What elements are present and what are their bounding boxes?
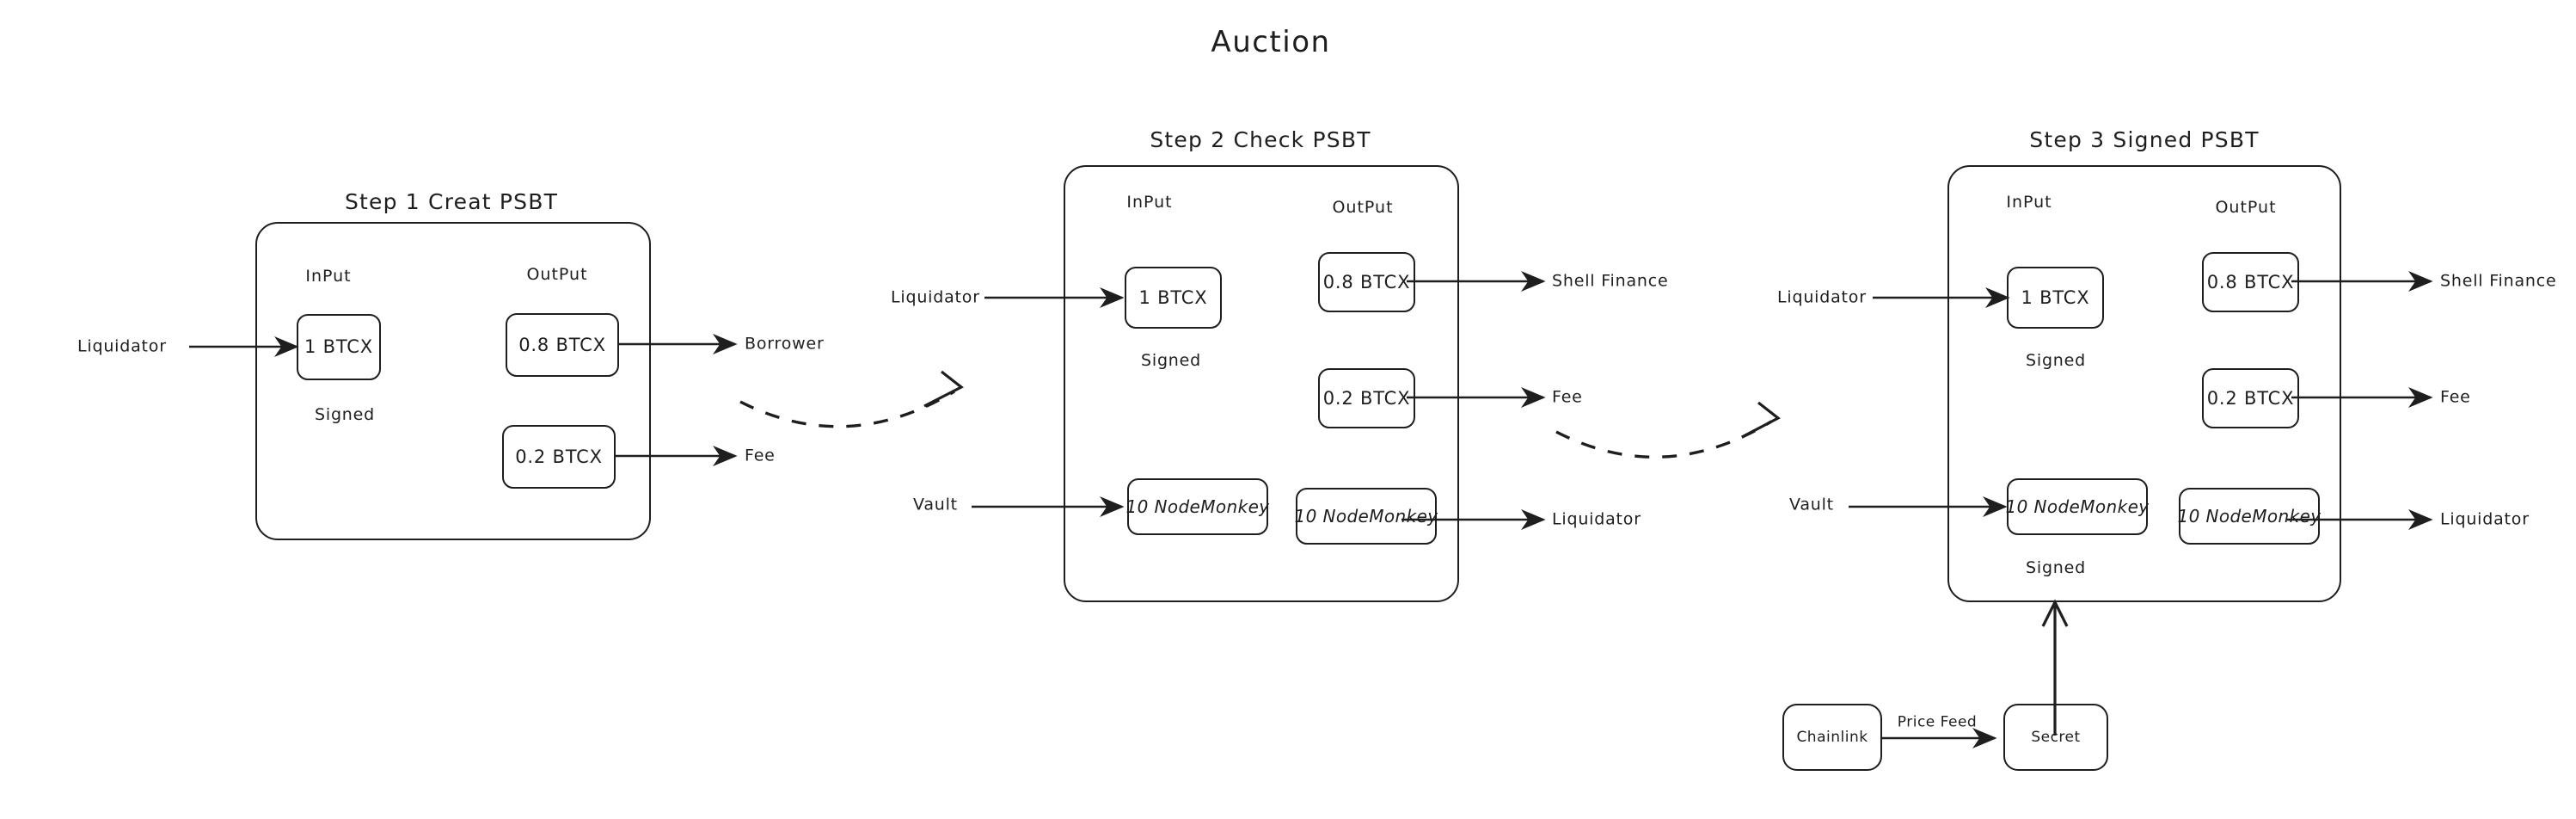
step2-output-chip-nodemonkey[interactable]: 10 NodeMonkey <box>1294 488 1438 545</box>
dashed-arrow-step1-to-step2 <box>739 370 964 428</box>
step1-output-chip-08btcx[interactable]: 0.8 BTCX <box>506 313 619 377</box>
step3-title: Step 3 Signed PSBT <box>2029 127 2260 152</box>
step3-output-chip-02-label: 0.2 BTCX <box>2206 387 2295 409</box>
step2-input-source-vault: Vault <box>913 495 958 514</box>
step3-output-header: OutPut <box>2215 198 2277 217</box>
step3-input-chip-nm-label: 10 NodeMonkey <box>2005 496 2150 517</box>
step3-signed-label-bottom: Signed <box>2026 558 2086 577</box>
step3-output-target-shellfinance: Shell Finance <box>2440 271 2557 291</box>
step2-title: Step 2 Check PSBT <box>1150 127 1371 152</box>
step2-output-chip-08btcx[interactable]: 0.8 BTCX <box>1318 252 1415 312</box>
chainlink-node[interactable]: Chainlink <box>1782 704 1882 771</box>
step1-output-target-fee: Fee <box>745 446 776 465</box>
step3-input-chip-1btcx[interactable]: 1 BTCX <box>2007 267 2104 329</box>
step2-output-target-fee: Fee <box>1552 387 1583 407</box>
step3-signed-label-top: Signed <box>2026 351 2086 370</box>
step3-container[interactable] <box>1947 165 2341 602</box>
step2-signed-label: Signed <box>1141 351 1201 370</box>
step3-output-chip-08-label: 0.8 BTCX <box>2206 271 2295 292</box>
step3-output-chip-08btcx[interactable]: 0.8 BTCX <box>2202 252 2299 312</box>
step1-output-chip-02-label: 0.2 BTCX <box>515 446 603 467</box>
step1-input-header: InPut <box>305 267 352 286</box>
step1-output-chip-08-label: 0.8 BTCX <box>518 334 606 355</box>
step2-input-header: InPut <box>1126 193 1173 212</box>
step2-input-source-liquidator: Liquidator <box>891 287 980 307</box>
step1-output-header: OutPut <box>526 265 588 284</box>
step3-input-header: InPut <box>2006 193 2052 212</box>
step3-input-chip-label: 1 BTCX <box>2021 286 2090 308</box>
page-title: Auction <box>1211 25 1331 59</box>
step2-container[interactable] <box>1064 165 1459 602</box>
chainlink-node-label: Chainlink <box>1796 728 1868 746</box>
step2-input-chip-1btcx[interactable]: 1 BTCX <box>1125 267 1222 329</box>
step1-input-chip-1btcx[interactable]: 1 BTCX <box>297 314 381 380</box>
step1-input-chip-label: 1 BTCX <box>304 336 373 357</box>
step1-container[interactable] <box>255 222 651 540</box>
step2-input-chip-label: 1 BTCX <box>1138 286 1208 308</box>
step1-title: Step 1 Creat PSBT <box>344 189 559 214</box>
step3-output-chip-02btcx[interactable]: 0.2 BTCX <box>2202 368 2299 428</box>
price-feed-edge-label: Price Feed <box>1897 713 1978 731</box>
secret-node-label: Secret <box>2031 728 2081 746</box>
step3-input-source-vault: Vault <box>1789 495 1834 514</box>
dashed-arrow-step2-to-step3 <box>1555 401 1781 459</box>
step2-output-chip-08-label: 0.8 BTCX <box>1322 271 1411 292</box>
step2-input-chip-nodemonkey[interactable]: 10 NodeMonkey <box>1125 478 1270 535</box>
step3-output-target-fee: Fee <box>2440 387 2471 407</box>
step3-input-chip-nodemonkey[interactable]: 10 NodeMonkey <box>2005 478 2150 535</box>
step2-output-target-shellfinance: Shell Finance <box>1552 271 1669 291</box>
step2-output-chip-nm-label: 10 NodeMonkey <box>1294 506 1438 526</box>
secret-node[interactable]: Secret <box>2003 704 2108 771</box>
step2-output-chip-02-label: 0.2 BTCX <box>1322 387 1411 409</box>
step1-signed-label: Signed <box>315 405 375 424</box>
step3-output-target-liquidator: Liquidator <box>2440 509 2530 529</box>
step3-input-source-liquidator: Liquidator <box>1777 287 1867 307</box>
step3-output-chip-nm-label: 10 NodeMonkey <box>2177 506 2321 526</box>
step2-output-header: OutPut <box>1332 198 1394 217</box>
step2-output-target-liquidator: Liquidator <box>1552 509 1641 529</box>
step1-output-target-borrower: Borrower <box>745 334 825 354</box>
step2-output-chip-02btcx[interactable]: 0.2 BTCX <box>1318 368 1415 428</box>
step2-input-chip-nm-label: 10 NodeMonkey <box>1125 496 1270 517</box>
step1-input-source-liquidator: Liquidator <box>77 336 167 356</box>
step1-output-chip-02btcx[interactable]: 0.2 BTCX <box>502 425 616 489</box>
step3-output-chip-nodemonkey[interactable]: 10 NodeMonkey <box>2177 488 2321 545</box>
